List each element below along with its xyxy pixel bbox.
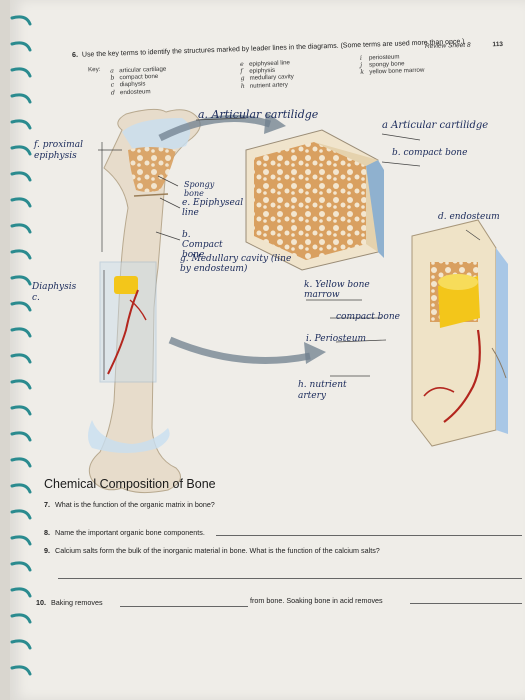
label-compact-bone-right: b. compact bone [392,148,468,158]
spiral-binding [10,15,32,676]
question-10-text-b: from bone. Soaking bone in acid removes [250,596,383,605]
question-8-text: Name the important organic bone componen… [55,528,205,537]
question-9: 9. Calcium salts form the bulk of the ino… [44,546,380,555]
question-10-text-a: Baking removes [51,598,103,607]
label-compact-bone-lower: compact bone [336,312,400,322]
bone-diagrams [88,108,508,494]
label-periosteum: i. Periosteum [306,334,367,344]
label-compact-bone-mid: b. Compact bone [182,230,223,260]
label-spongy-bone: Spongy bone [184,180,215,198]
question-10-number: 10. [36,598,46,607]
label-articular-cartilage-right: a Articular cartilidge [382,120,489,131]
label-endosteum: d. endosteum [438,212,500,222]
label-articular-cartilage-left: a. Articular cartilidge [198,108,319,121]
long-bone-illustration [88,108,201,494]
question-8: 8. Name the important organic bone compon… [44,528,205,537]
answer-line-9[interactable] [58,578,522,579]
label-epiphyseal-line: e. Epiphyseal line [182,198,244,218]
question-9-number: 9. [44,546,50,555]
label-medullary-cavity: g. Medullary cavity (line by endosteum) [180,254,292,274]
answer-line-8[interactable] [216,535,522,536]
label-proximal-epiphysis: f. proximal epiphysis [34,140,83,161]
question-7: 7. What is the function of the organic ma… [44,500,215,509]
bone-cross-section [411,219,508,447]
section-title: Chemical Composition of Bone [44,477,216,491]
spongy-bone-closeup [245,129,384,271]
question-10: 10. Baking removes [36,598,103,607]
question-9-text: Calcium salts form the bulk of the inorg… [55,546,380,555]
question-8-number: 8. [44,528,50,537]
answer-line-10b[interactable] [410,603,522,604]
question-7-text: What is the function of the organic matr… [55,500,215,509]
label-nutrient-artery: h. nutrient artery [298,380,347,401]
label-diaphysis: Diaphysis c. [32,282,77,303]
question-7-number: 7. [44,500,50,509]
label-yellow-bone-marrow: k. Yellow bone marrow [304,280,370,300]
answer-line-10a[interactable] [120,606,248,607]
